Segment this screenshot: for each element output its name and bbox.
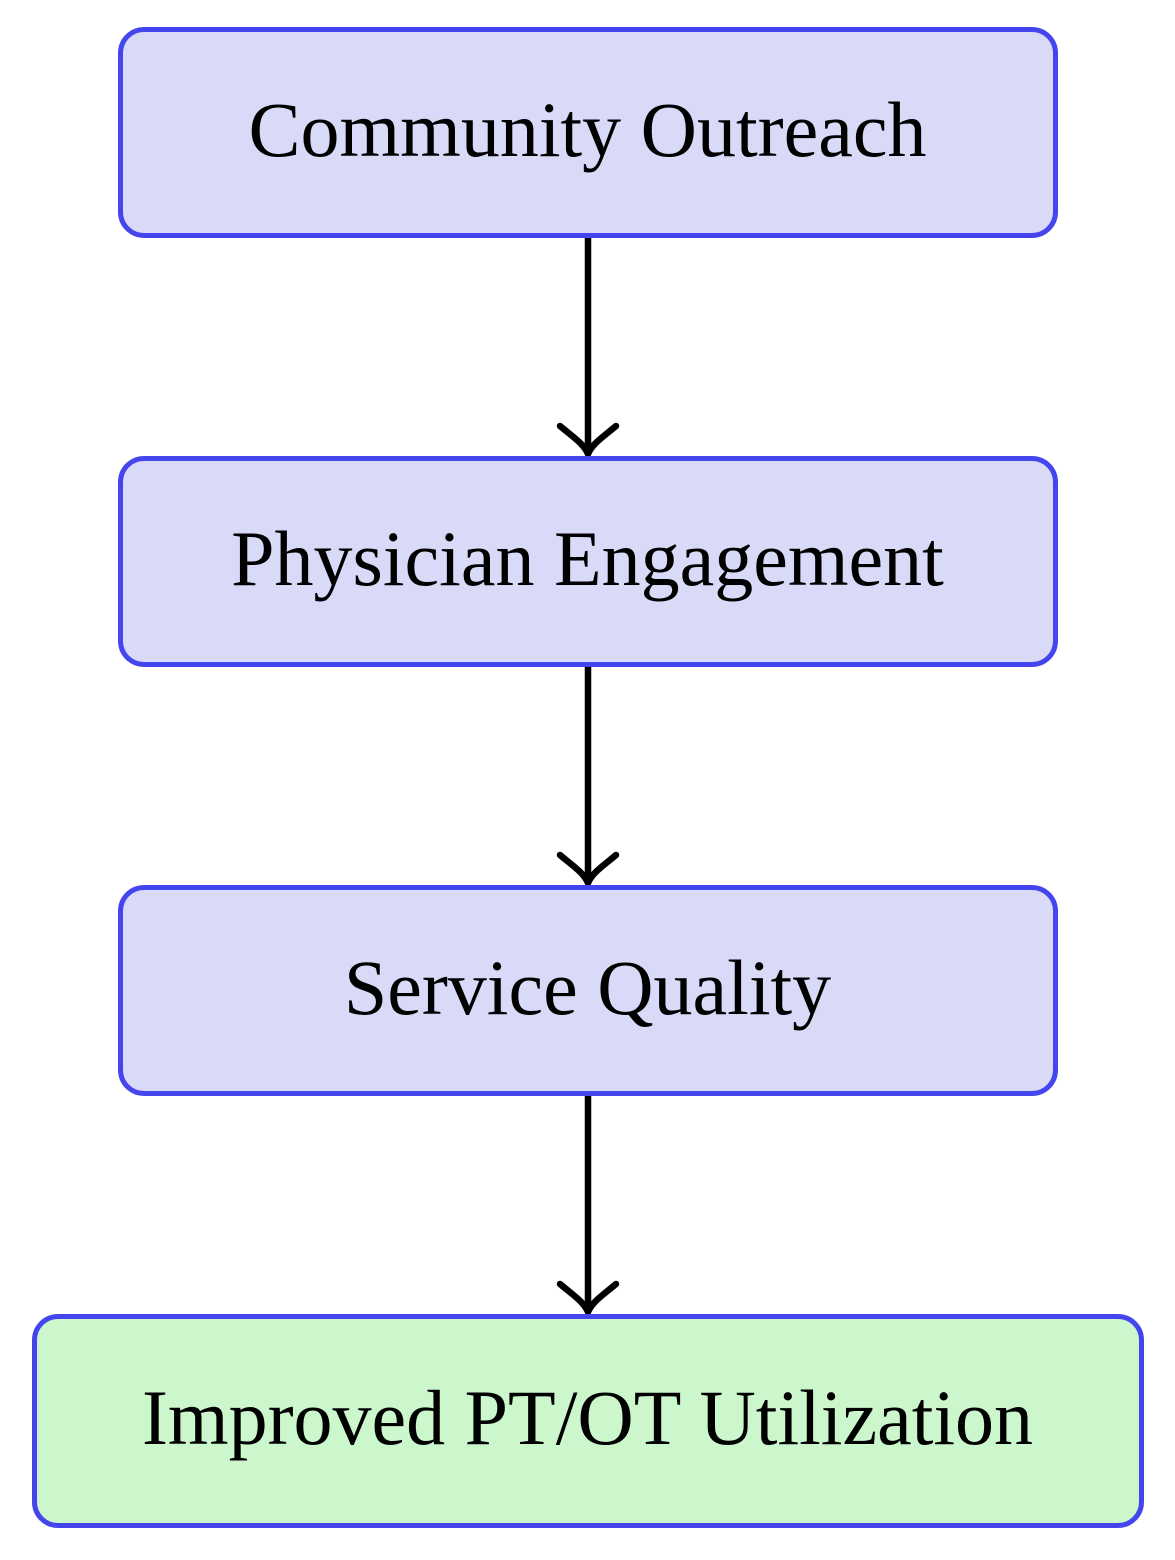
node-physician-engagement: Physician Engagement bbox=[117, 456, 1058, 667]
node-physician-engagement-label: Physician Engagement bbox=[231, 514, 944, 602]
down-arrow-icon bbox=[556, 238, 619, 456]
node-community-outreach-label: Community Outreach bbox=[248, 85, 927, 173]
node-service-quality-label: Service Quality bbox=[343, 943, 832, 1031]
down-arrow-icon bbox=[556, 1096, 619, 1314]
flowchart: Community Outreach Physician Engagement … bbox=[31, 27, 1144, 1528]
node-service-quality: Service Quality bbox=[117, 885, 1058, 1096]
node-community-outreach: Community Outreach bbox=[117, 27, 1058, 238]
node-improved-pt-ot-utilization: Improved PT/OT Utilization bbox=[31, 1314, 1144, 1528]
node-improved-pt-ot-utilization-label: Improved PT/OT Utilization bbox=[141, 1374, 1034, 1461]
down-arrow-icon bbox=[556, 667, 619, 885]
